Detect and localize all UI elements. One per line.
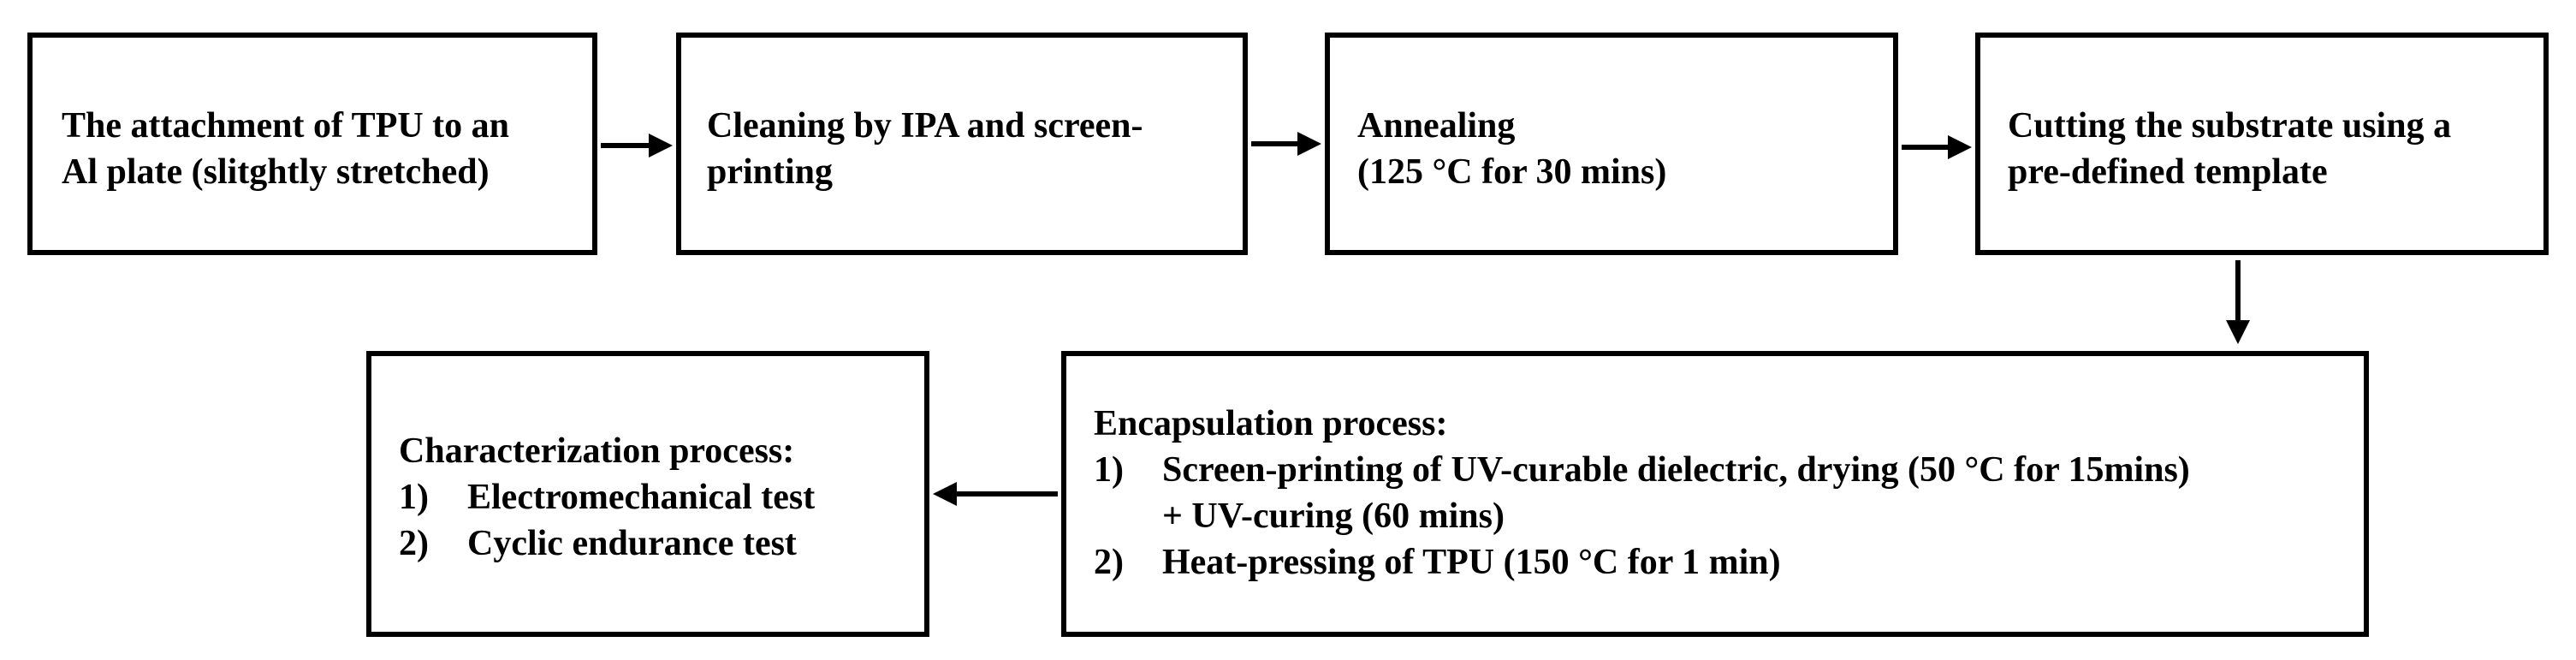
- arrow-right-3: [1902, 135, 1972, 159]
- step-line: Al plate (slitghtly stretched): [62, 152, 490, 192]
- item-line: + UV-curing (60 mins): [1162, 496, 1505, 536]
- characterization-item: 2) Cyclic endurance test: [399, 520, 912, 567]
- item-number: 2): [399, 524, 429, 563]
- step-line: Cutting the substrate using a: [2008, 106, 2452, 146]
- item-line: Electromechanical test: [467, 478, 816, 517]
- arrow-right-2: [1251, 132, 1321, 156]
- item-line: Screen-printing of UV-curable dielectric…: [1162, 450, 2190, 490]
- characterization-item: 1) Electromechanical test: [399, 474, 912, 520]
- item-number: 1): [1094, 450, 1124, 490]
- arrow-left: [933, 482, 1058, 506]
- arrow-right-1: [601, 134, 673, 158]
- step-box-annealing: Annealing (125 °C for 30 mins): [1325, 33, 1898, 255]
- item-number: 2): [1094, 543, 1124, 582]
- step-box-attachment: The attachment of TPU to an Al plate (sl…: [27, 33, 597, 255]
- encapsulation-item: 1) Screen-printing of UV-curable dielect…: [1094, 447, 2343, 539]
- item-number: 1): [399, 478, 429, 517]
- encapsulation-item: 2) Heat-pressing of TPU (150 °C for 1 mi…: [1094, 539, 2343, 586]
- item-line: Cyclic endurance test: [467, 524, 797, 563]
- step-line: pre-defined template: [2008, 152, 2328, 192]
- step-box-cutting: Cutting the substrate using a pre-define…: [1975, 33, 2549, 255]
- arrow-down: [2226, 260, 2250, 344]
- characterization-box: Characterization process: 1) Electromech…: [366, 351, 929, 637]
- step-line: printing: [707, 152, 834, 192]
- step-line: The attachment of TPU to an: [62, 106, 510, 146]
- encapsulation-title: Encapsulation process:: [1094, 404, 1448, 443]
- characterization-title: Characterization process:: [399, 431, 795, 471]
- step-line: (125 °C for 30 mins): [1357, 152, 1667, 192]
- step-line: Cleaning by IPA and screen-: [707, 106, 1143, 146]
- encapsulation-box: Encapsulation process: 1) Screen-printin…: [1061, 351, 2369, 637]
- step-line: Annealing: [1357, 106, 1516, 146]
- item-line: Heat-pressing of TPU (150 °C for 1 min): [1162, 543, 1781, 582]
- step-box-cleaning: Cleaning by IPA and screen- printing: [676, 33, 1248, 255]
